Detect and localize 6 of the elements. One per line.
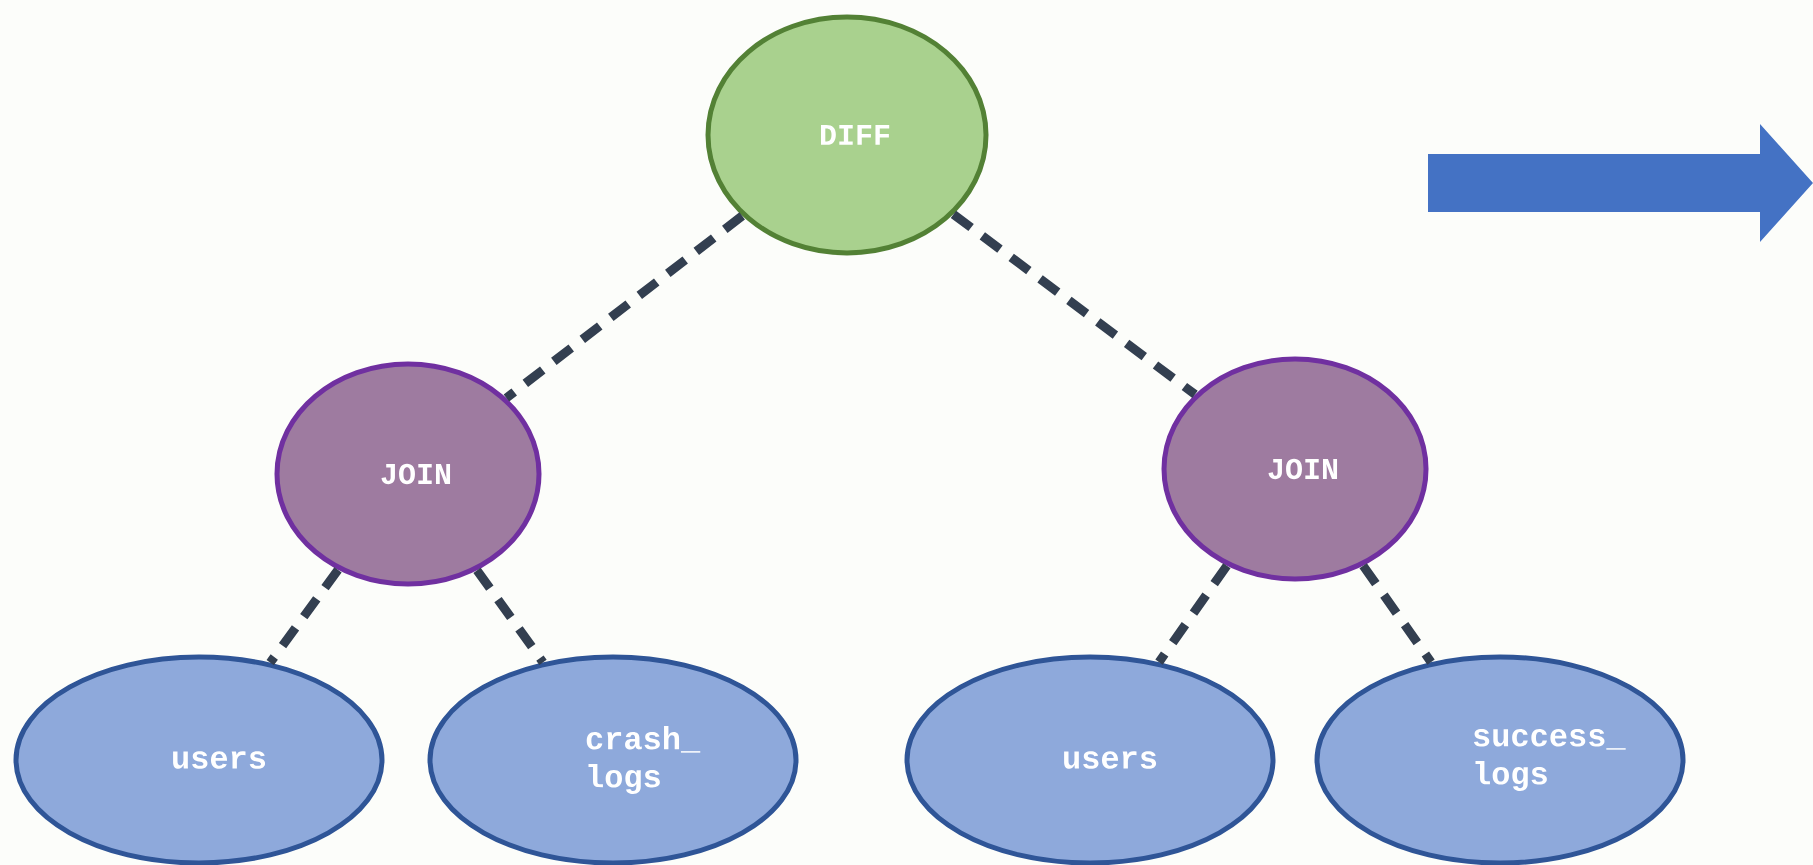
dashed-line bbox=[1155, 563, 1231, 665]
dashed-line bbox=[503, 212, 745, 402]
dashed-line bbox=[1359, 563, 1435, 665]
dashed-line bbox=[266, 567, 342, 666]
dashed-line bbox=[950, 210, 1198, 399]
dashed-line bbox=[473, 567, 547, 665]
